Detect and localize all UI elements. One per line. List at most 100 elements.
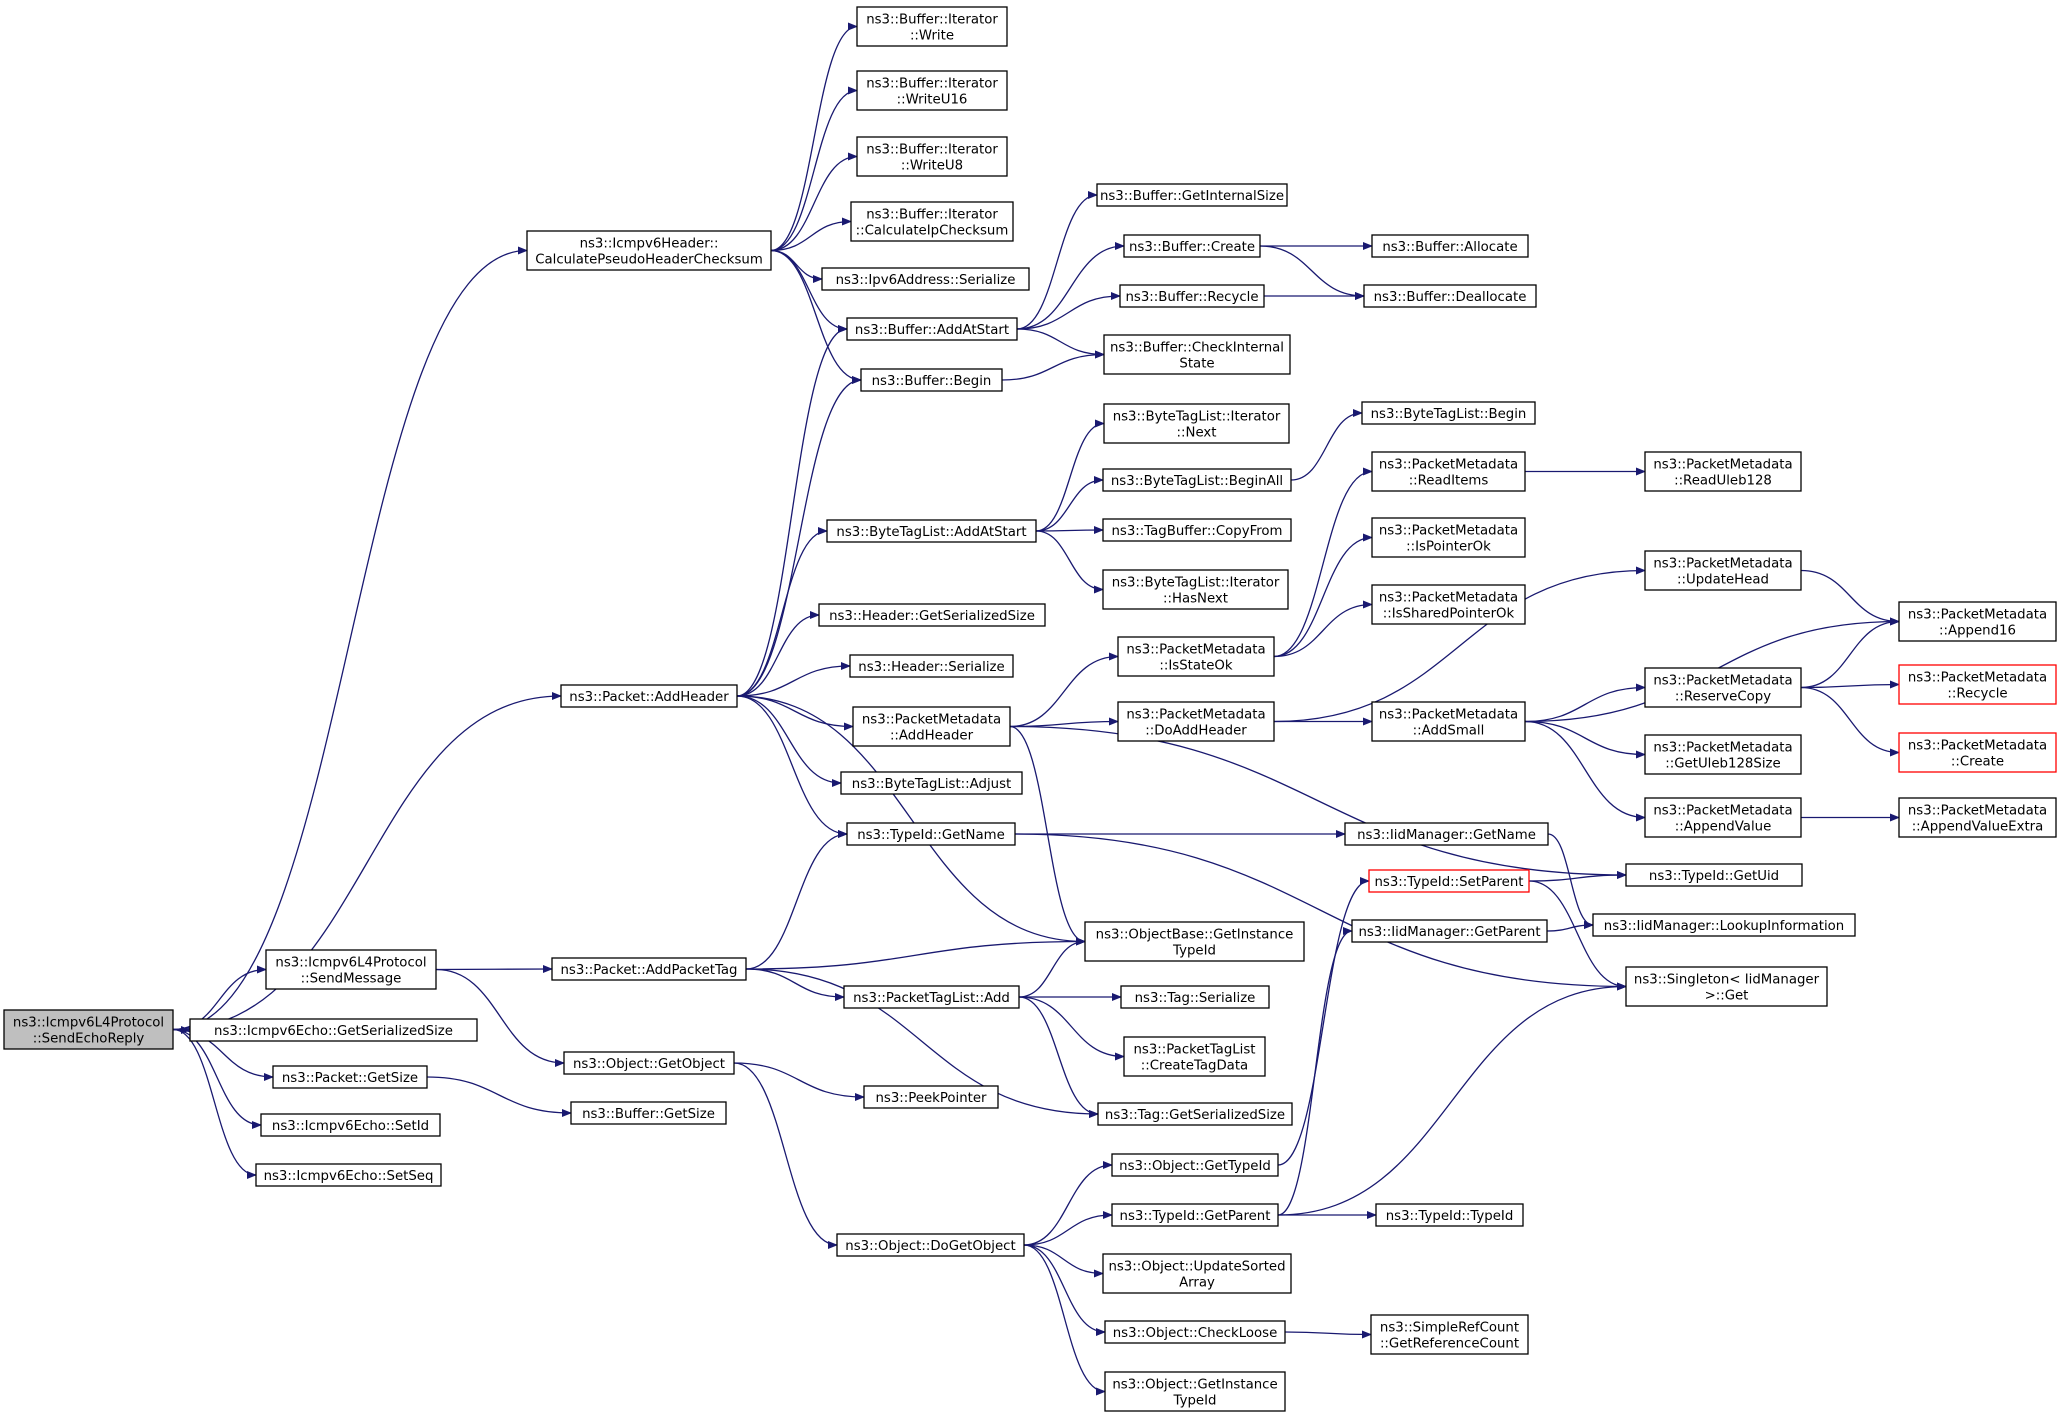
- node-box[interactable]: [1371, 234, 1529, 258]
- node-box[interactable]: [1371, 584, 1526, 625]
- node-box[interactable]: [846, 317, 1018, 341]
- graph-node[interactable]: ns3::Singleton< IidManager >::Get: [1625, 966, 1828, 1007]
- graph-node[interactable]: ns3::PacketMetadata::Recycle: [1898, 664, 2057, 705]
- graph-node[interactable]: ns3::TypeId::GetParent: [1111, 1203, 1279, 1227]
- node-box[interactable]: [1898, 732, 2057, 773]
- graph-node[interactable]: ns3::TypeId::GetUid: [1625, 863, 1803, 887]
- node-box[interactable]: [821, 267, 1030, 291]
- graph-node[interactable]: ns3::PacketMetadata::AppendValueExtra: [1898, 797, 2057, 838]
- node-box[interactable]: [1644, 451, 1802, 492]
- node-box[interactable]: [189, 1018, 478, 1042]
- node-box[interactable]: [526, 230, 772, 271]
- node-box[interactable]: [843, 985, 1020, 1009]
- graph-node[interactable]: ns3::PacketMetadata::ReadUleb128: [1644, 451, 1802, 492]
- node-box[interactable]: [1363, 284, 1537, 308]
- graph-node[interactable]: ns3::ByteTagList::Iterator::HasNext: [1102, 569, 1289, 610]
- graph-node[interactable]: ns3::Buffer::Allocate: [1371, 234, 1529, 258]
- graph-node[interactable]: ns3::Header::GetSerializedSize: [818, 603, 1046, 627]
- graph-node[interactable]: ns3::TypeId::SetParent: [1368, 869, 1530, 893]
- graph-node[interactable]: ns3::Tag::Serialize: [1120, 985, 1270, 1009]
- node-box[interactable]: [818, 603, 1046, 627]
- node-box[interactable]: [860, 368, 1003, 392]
- root-node-box[interactable]: [3, 1009, 174, 1050]
- graph-node[interactable]: ns3::Packet::AddPacketTag: [551, 957, 747, 981]
- node-box[interactable]: [272, 1065, 428, 1089]
- graph-node[interactable]: ns3::PacketTagList::Add: [843, 985, 1020, 1009]
- node-box[interactable]: [1103, 334, 1291, 375]
- node-box[interactable]: [1102, 468, 1292, 492]
- graph-node[interactable]: ns3::PacketMetadata::Create: [1898, 732, 2057, 773]
- node-box[interactable]: [856, 70, 1008, 111]
- node-box[interactable]: [265, 949, 437, 990]
- node-box[interactable]: [1368, 869, 1530, 893]
- node-box[interactable]: [1592, 913, 1856, 937]
- graph-node[interactable]: ns3::Object::DoGetObject: [836, 1233, 1025, 1257]
- node-box[interactable]: [1097, 1102, 1293, 1126]
- node-box[interactable]: [852, 706, 1011, 747]
- node-box[interactable]: [846, 822, 1016, 846]
- graph-node[interactable]: ns3::Icmpv6L4Protocol::SendEchoReply: [3, 1009, 174, 1050]
- node-box[interactable]: [551, 957, 747, 981]
- node-box[interactable]: [255, 1163, 442, 1187]
- graph-node[interactable]: ns3::Icmpv6Header::CalculatePseudoHeader…: [526, 230, 772, 271]
- node-box[interactable]: [1371, 451, 1526, 492]
- node-box[interactable]: [1123, 1036, 1266, 1077]
- graph-node[interactable]: ns3::ByteTagList::Adjust: [840, 771, 1023, 795]
- graph-node[interactable]: ns3::Buffer::Deallocate: [1363, 284, 1537, 308]
- graph-node[interactable]: ns3::Buffer::Recycle: [1119, 284, 1265, 308]
- node-box[interactable]: [1625, 966, 1828, 1007]
- graph-node[interactable]: ns3::PacketMetadata::AddHeader: [852, 706, 1011, 747]
- node-box[interactable]: [1898, 797, 2057, 838]
- graph-node[interactable]: ns3::Buffer::Iterator::Write: [856, 6, 1008, 47]
- graph-node[interactable]: ns3::PacketMetadata::ReadItems: [1371, 451, 1526, 492]
- graph-node[interactable]: ns3::ByteTagList::Iterator::Next: [1103, 403, 1290, 444]
- graph-node[interactable]: ns3::Buffer::Iterator::CalculateIpChecks…: [850, 201, 1014, 242]
- node-box[interactable]: [1898, 664, 2057, 705]
- graph-node[interactable]: ns3::Object::CheckLoose: [1104, 1320, 1286, 1344]
- graph-node[interactable]: ns3::Tag::GetSerializedSize: [1097, 1102, 1293, 1126]
- graph-node[interactable]: ns3::PacketMetadata::AppendValue: [1644, 797, 1802, 838]
- graph-node[interactable]: ns3::Icmpv6Echo::SetSeq: [255, 1163, 442, 1187]
- graph-node[interactable]: ns3::Object::GetTypeId: [1111, 1153, 1279, 1177]
- graph-node[interactable]: ns3::PacketMetadata::UpdateHead: [1644, 550, 1802, 591]
- graph-node[interactable]: ns3::Packet::AddHeader: [560, 684, 738, 708]
- node-box[interactable]: [850, 201, 1014, 242]
- node-box[interactable]: [1096, 183, 1288, 207]
- node-box[interactable]: [1898, 601, 2057, 642]
- graph-node[interactable]: ns3::Buffer::GetSize: [570, 1101, 727, 1125]
- graph-node[interactable]: ns3::PacketMetadata::IsPointerOk: [1371, 517, 1526, 558]
- graph-node[interactable]: ns3::ByteTagList::BeginAll: [1102, 468, 1292, 492]
- node-box[interactable]: [1370, 1314, 1529, 1355]
- graph-node[interactable]: ns3::Header::Serialize: [849, 654, 1014, 678]
- graph-node[interactable]: ns3::Ipv6Address::Serialize: [821, 267, 1030, 291]
- node-box[interactable]: [849, 654, 1014, 678]
- node-box[interactable]: [1644, 667, 1802, 708]
- node-box[interactable]: [1103, 403, 1290, 444]
- node-box[interactable]: [1644, 797, 1802, 838]
- graph-node[interactable]: ns3::Buffer::Iterator::WriteU16: [856, 70, 1008, 111]
- node-box[interactable]: [840, 771, 1023, 795]
- graph-node[interactable]: ns3::PacketMetadata::AddSmall: [1371, 701, 1526, 742]
- graph-node[interactable]: ns3::ByteTagList::Begin: [1361, 401, 1536, 425]
- graph-node[interactable]: ns3::IidManager::GetName: [1344, 822, 1549, 846]
- graph-node[interactable]: ns3::Icmpv6Echo::SetId: [260, 1113, 441, 1137]
- graph-node[interactable]: ns3::IidManager::GetParent: [1351, 919, 1548, 943]
- node-box[interactable]: [1117, 701, 1275, 742]
- graph-node[interactable]: ns3::PacketMetadata::Append16: [1898, 601, 2057, 642]
- graph-node[interactable]: ns3::TypeId::GetName: [846, 822, 1016, 846]
- node-box[interactable]: [1361, 401, 1536, 425]
- graph-node[interactable]: ns3::PacketTagList::CreateTagData: [1123, 1036, 1266, 1077]
- graph-node[interactable]: ns3::Buffer::Create: [1123, 234, 1261, 258]
- node-box[interactable]: [1120, 985, 1270, 1009]
- node-box[interactable]: [1102, 1253, 1292, 1294]
- graph-node[interactable]: ns3::IidManager::LookupInformation: [1592, 913, 1856, 937]
- graph-node[interactable]: ns3::PeekPointer: [863, 1085, 999, 1109]
- node-box[interactable]: [826, 519, 1037, 543]
- node-box[interactable]: [1104, 1320, 1286, 1344]
- graph-node[interactable]: ns3::ByteTagList::AddAtStart: [826, 519, 1037, 543]
- node-box[interactable]: [1119, 284, 1265, 308]
- graph-node[interactable]: ns3::PacketMetadata::GetUleb128Size: [1644, 734, 1802, 775]
